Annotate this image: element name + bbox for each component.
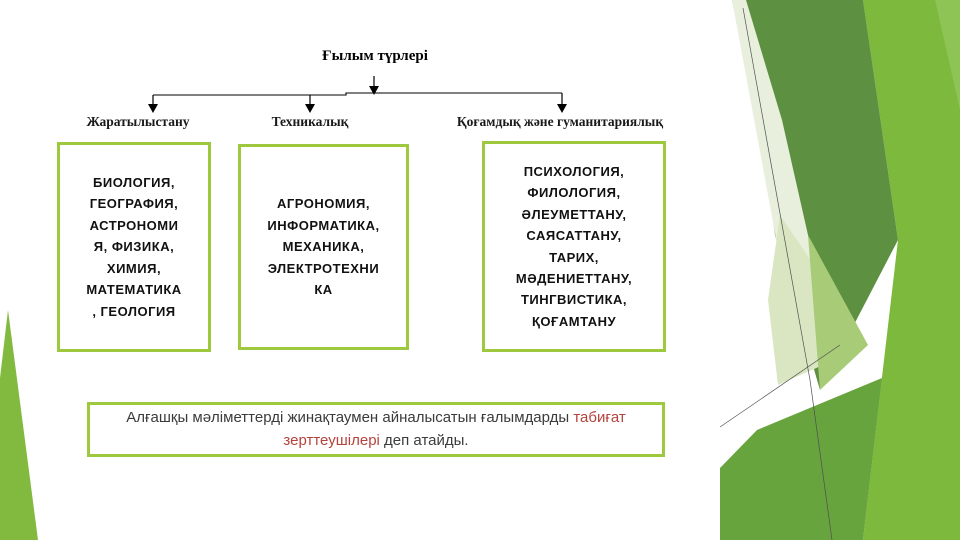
facet-pale-sliver (732, 0, 820, 330)
science-box-natural: БИОЛОГИЯ, ГЕОГРАФИЯ, АСТРОНОМИ Я, ФИЗИКА… (57, 142, 211, 352)
facet-bottom-band (720, 378, 882, 540)
science-box-natural-text: БИОЛОГИЯ, ГЕОГРАФИЯ, АСТРОНОМИ Я, ФИЗИКА… (86, 174, 182, 319)
branch-label-social: Қоғамдық және гуманитариялық (456, 114, 664, 129)
facet-light-corner (935, 0, 960, 110)
facet-pale-triangle (768, 215, 868, 385)
facet-thin-line-1 (742, 7, 833, 540)
left-wedge-shape (0, 310, 38, 540)
arrow-down-branch-natural (148, 95, 158, 113)
arrow-down-from-title (369, 76, 379, 95)
facet-dark-green (732, 0, 898, 390)
note-box: Алғашқы мәліметтерді жинақтаумен айналыс… (87, 402, 665, 457)
branch-label-technical: Техникалық (271, 114, 349, 129)
arrow-down-branch-technical (305, 95, 315, 113)
branch-horizontal-line (153, 92, 562, 96)
branch-label-natural: Жаратылыстану (86, 114, 190, 129)
facet-thin-line-2 (720, 344, 841, 428)
note-text: Алғашқы мәліметтерді жинақтаумен айналыс… (100, 407, 652, 452)
right-facet-decoration (720, 0, 960, 540)
note-text-before: Алғашқы мәліметтерді жинақтаумен айналыс… (126, 409, 574, 426)
slide-title: Ғылым түрлері (322, 48, 428, 64)
arrow-down-branch-social (557, 93, 567, 113)
left-green-wedge-decoration (0, 310, 38, 540)
science-box-social-text: ПСИХОЛОГИЯ, ФИЛОЛОГИЯ, ӘЛЕУМЕТТАНУ, САЯС… (515, 163, 633, 329)
note-text-after: деп атайды. (379, 431, 469, 449)
science-box-social: ПСИХОЛОГИЯ, ФИЛОЛОГИЯ, ӘЛЕУМЕТТАНУ, САЯС… (482, 141, 666, 352)
note-highlight: табиғат зерттеушілері (283, 409, 626, 449)
science-box-technical-text: АГРОНОМИЯ, ИНФОРМАТИКА, МЕХАНИКА, ЭЛЕКТР… (267, 196, 380, 298)
facet-midlight-triangle (808, 235, 868, 390)
science-box-technical: АГРОНОМИЯ, ИНФОРМАТИКА, МЕХАНИКА, ЭЛЕКТР… (238, 144, 409, 350)
tree-connector-lines (148, 76, 567, 113)
facet-bright-green (863, 0, 960, 540)
